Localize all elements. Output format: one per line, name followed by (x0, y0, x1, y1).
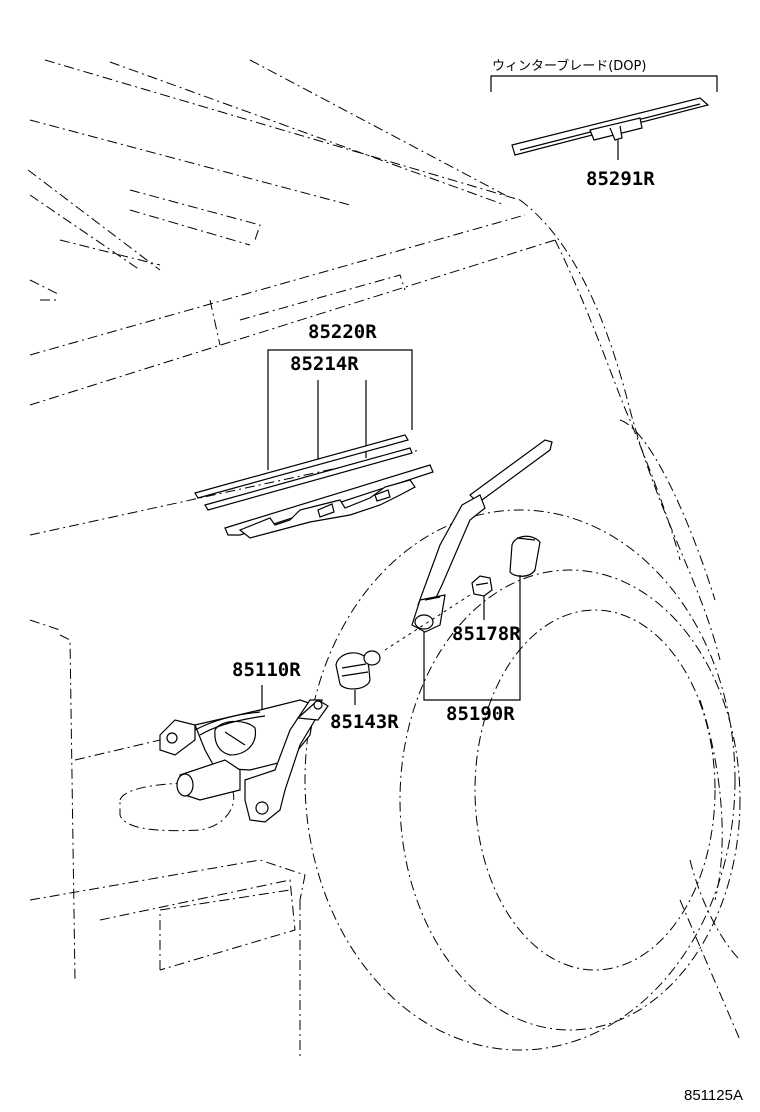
bracket-85190R (423, 575, 521, 701)
blade-assy (224, 464, 434, 539)
arm-nut (471, 575, 493, 597)
winter-blade-note: ウィンターブレード(DOP) (492, 58, 646, 74)
label-85291R: 85291R (586, 168, 655, 190)
blade-rubber-strips (194, 434, 413, 511)
label-85110R: 85110R (232, 659, 301, 681)
label-85143R: 85143R (330, 711, 399, 733)
winter-blade (511, 97, 710, 156)
arm-cap (509, 535, 541, 577)
winter-blade-bracket (490, 75, 718, 92)
arm-alignment-line (384, 594, 471, 651)
diagram-code: 851125A (684, 1087, 743, 1104)
wiper-motor (159, 699, 329, 823)
label-85190R: 85190R (446, 703, 515, 725)
pivot-grommet (335, 650, 381, 690)
label-85220R: 85220R (308, 321, 377, 343)
winter-blade-group: ウィンターブレード(DOP) 85291R (490, 58, 718, 190)
bracket-85220R (267, 349, 413, 470)
vehicle-body-outline (27, 59, 741, 1060)
label-85214R: 85214R (290, 353, 359, 375)
blade-group: 85220R 85214R (194, 321, 434, 539)
label-85178R: 85178R (452, 623, 521, 645)
wiper-arm (411, 439, 553, 633)
